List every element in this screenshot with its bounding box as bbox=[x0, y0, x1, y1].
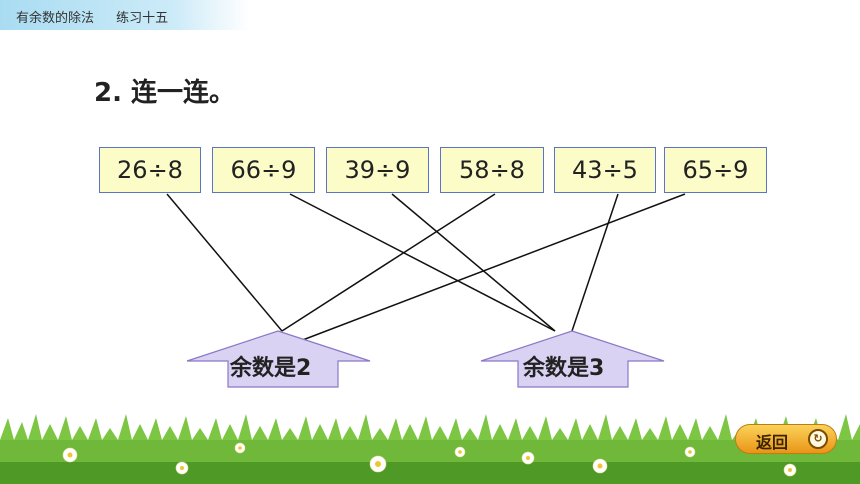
expression-card-6[interactable]: 65÷9 bbox=[664, 147, 767, 193]
answer-arrow-1[interactable] bbox=[186, 330, 371, 388]
expression-card-3[interactable]: 39÷9 bbox=[326, 147, 429, 193]
exercise-title: 2. 连一连。 bbox=[94, 78, 236, 108]
expression-card-4[interactable]: 58÷8 bbox=[440, 147, 544, 193]
expression-card-2[interactable]: 66÷9 bbox=[212, 147, 315, 193]
connection-line-2 bbox=[281, 193, 496, 332]
back-button-label: 返回 bbox=[756, 433, 789, 452]
answer-label-1: 余数是2 bbox=[230, 356, 312, 381]
header-band: 有余数的除法 练习十五 bbox=[0, 0, 250, 30]
answer-label-2: 余数是3 bbox=[523, 356, 605, 381]
header-text: 有余数的除法 练习十五 bbox=[16, 7, 186, 26]
answer-arrow-2[interactable] bbox=[480, 330, 665, 388]
connection-line-6 bbox=[571, 193, 619, 332]
header-section: 练习十五 bbox=[116, 11, 169, 26]
connection-line-3 bbox=[299, 193, 686, 342]
connection-line-5 bbox=[391, 193, 556, 332]
expression-card-1[interactable]: 26÷8 bbox=[99, 147, 201, 193]
expression-card-5[interactable]: 43÷5 bbox=[554, 147, 656, 193]
back-button[interactable]: 返回 ↻ bbox=[735, 424, 837, 454]
connection-line-4 bbox=[289, 193, 556, 332]
return-icon: ↻ bbox=[808, 429, 828, 449]
header-subject: 有余数的除法 bbox=[16, 11, 95, 26]
connection-line-1 bbox=[166, 193, 283, 332]
grass-strip bbox=[0, 414, 860, 484]
